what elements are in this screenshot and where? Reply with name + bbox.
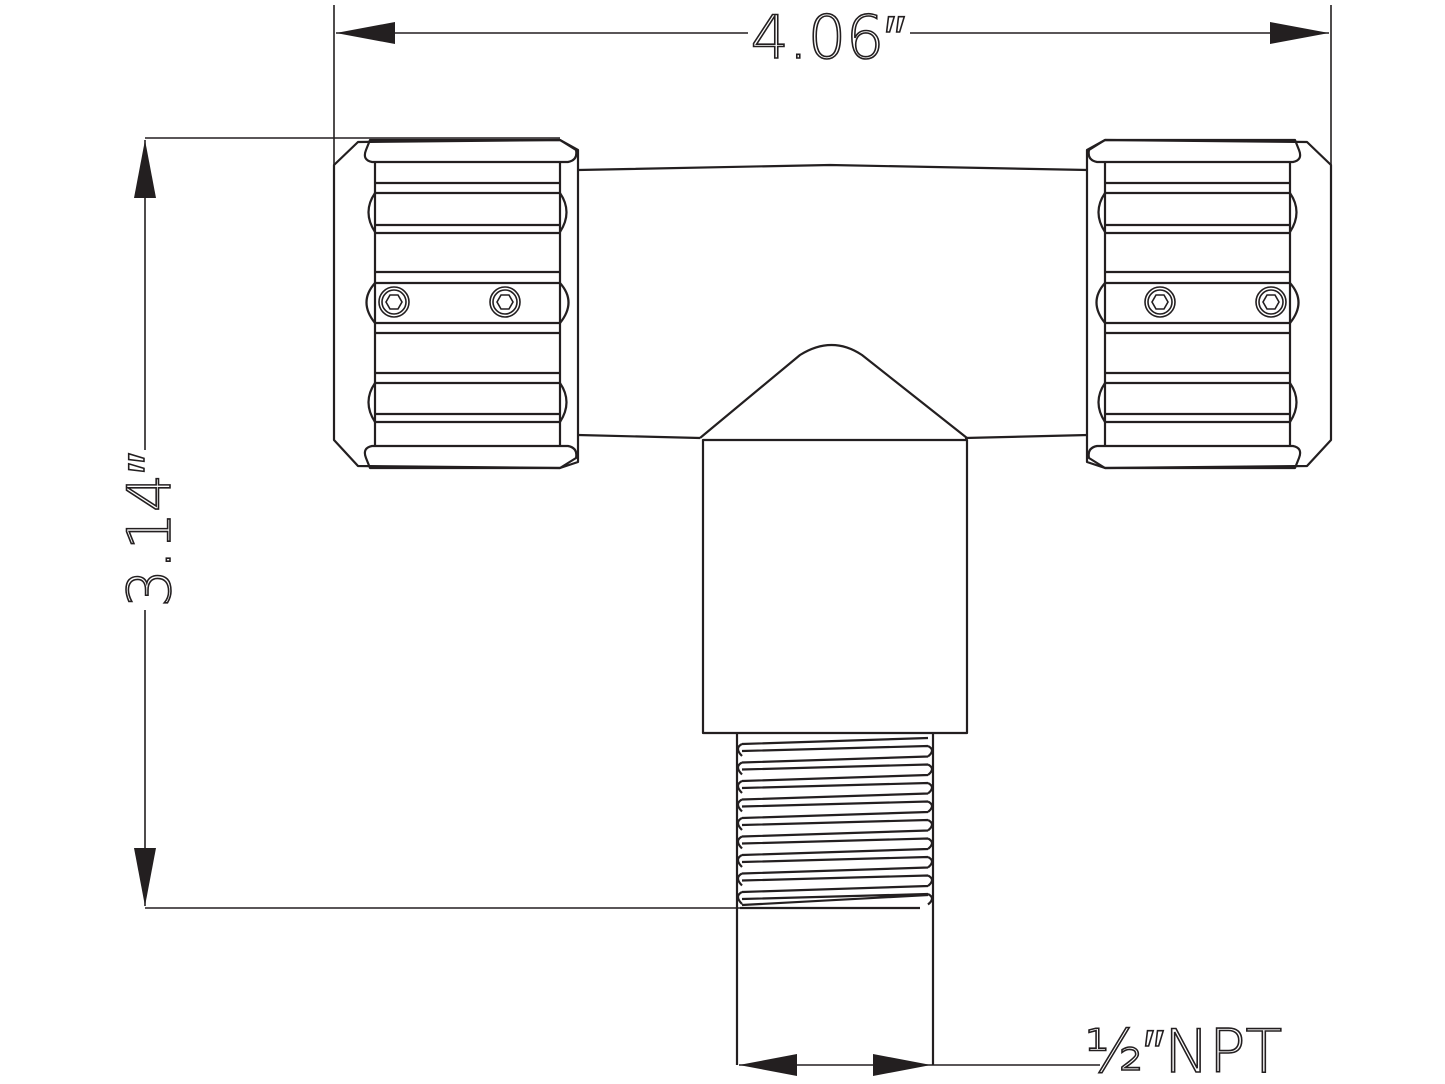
hex-screw-icon xyxy=(489,286,521,318)
arrowhead-right xyxy=(873,1054,931,1076)
thread-size-label: ½″NPT xyxy=(1085,1017,1282,1084)
male-thread xyxy=(736,736,934,910)
height-dimension: 3.14″ xyxy=(114,137,740,909)
press-sleeve-right xyxy=(1085,138,1333,470)
arrowhead-left xyxy=(336,22,395,44)
arrowhead-bottom xyxy=(134,848,156,906)
arrowhead-top xyxy=(134,140,156,198)
tee-body xyxy=(577,163,1089,1065)
width-label: 4.06″ xyxy=(751,3,906,73)
rib xyxy=(365,270,570,335)
hex-screw-icon xyxy=(378,286,410,318)
rib xyxy=(367,181,568,235)
rib xyxy=(367,371,568,424)
width-dimension: 4.06″ xyxy=(333,2,1332,440)
arrowhead-left xyxy=(739,1054,797,1076)
arrowhead-right xyxy=(1270,22,1329,44)
height-label: 3.14″ xyxy=(115,453,185,608)
thread-dimension: ½″NPT xyxy=(739,1016,1283,1084)
thread-lines xyxy=(736,736,934,910)
press-sleeve-left xyxy=(332,138,580,470)
